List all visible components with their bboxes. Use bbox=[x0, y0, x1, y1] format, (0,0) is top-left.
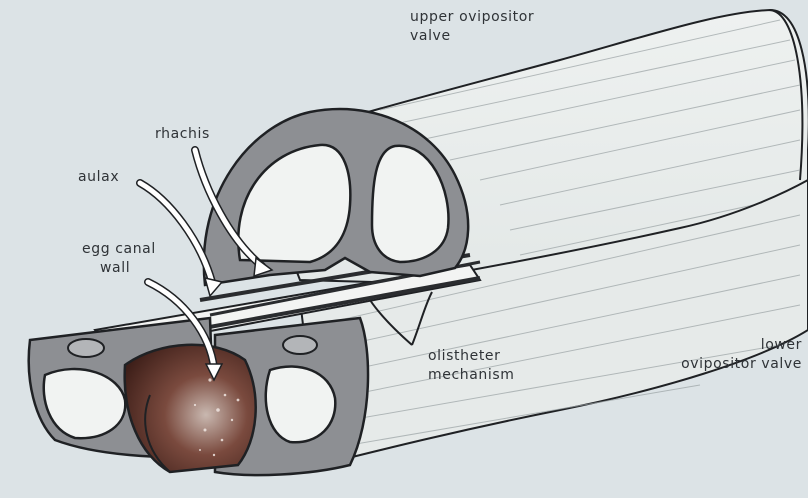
label-olistheter-line-2: mechanism bbox=[428, 367, 515, 383]
label-lower-valve-line-2: ovipositor valve bbox=[681, 356, 802, 372]
label-olistheter-mechanism: olistheter mechanism bbox=[428, 347, 515, 385]
lower-lumen-right bbox=[266, 366, 336, 442]
label-lower-valve-line-1: lower bbox=[761, 337, 802, 353]
label-olistheter-line-1: olistheter bbox=[428, 348, 500, 364]
lower-rail-knob-right bbox=[283, 336, 317, 354]
label-egg-canal-line-1: egg canal bbox=[82, 241, 156, 257]
label-lower-ovipositor-valve: lower ovipositor valve bbox=[681, 336, 802, 374]
label-upper-valve-line-2: valve bbox=[410, 28, 451, 44]
lower-rail-knob-left bbox=[68, 339, 104, 357]
label-egg-canal-wall: egg canal wall bbox=[82, 240, 156, 278]
label-upper-valve-line-1: upper ovipositor bbox=[410, 9, 534, 25]
label-upper-ovipositor-valve: upper ovipositor valve bbox=[410, 8, 534, 46]
label-egg-canal-line-2: wall bbox=[82, 260, 130, 276]
label-aulax: aulax bbox=[78, 168, 119, 187]
label-rhachis: rhachis bbox=[155, 125, 210, 144]
